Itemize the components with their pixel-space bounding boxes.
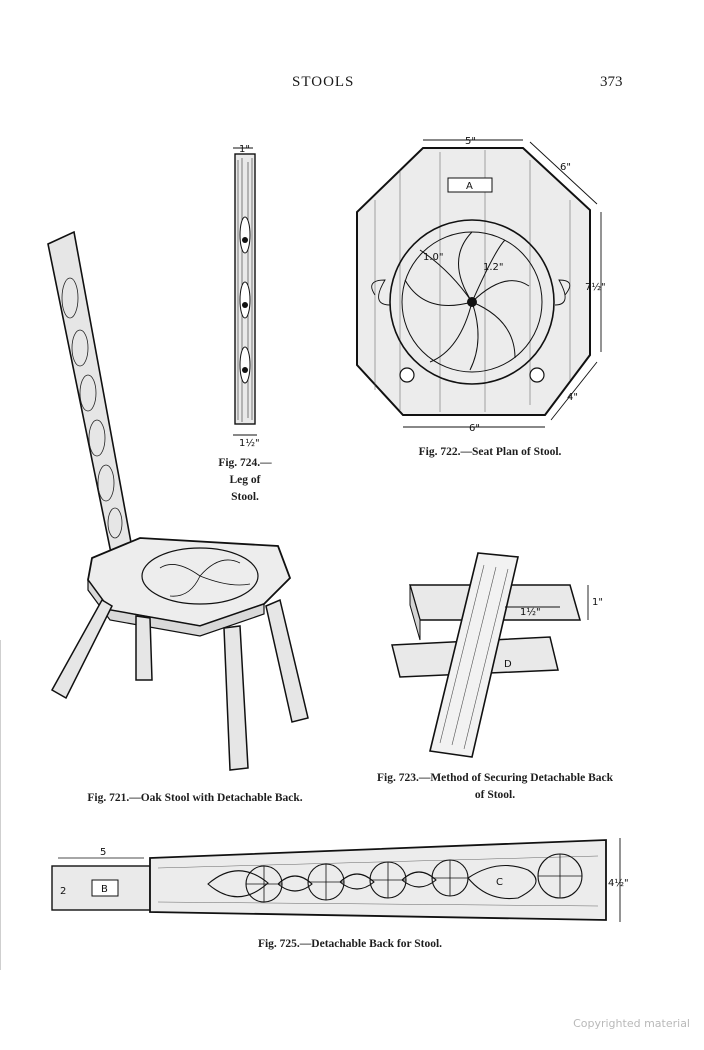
- back-tenon-length: 5: [100, 847, 106, 858]
- seat-radius-outer: 1.0": [423, 252, 444, 263]
- page-number: 373: [600, 74, 623, 90]
- caption-724: Fig. 724.— Leg of Stool.: [210, 455, 280, 506]
- detachable-back-drawing: 5 2 B: [51, 838, 629, 922]
- seat-right-dim: 7½": [585, 281, 606, 293]
- seat-diag-lower-dim: 4": [567, 392, 578, 403]
- seat-box-a: A: [466, 181, 473, 192]
- securing-method-drawing: 1½" 1" D: [391, 552, 603, 758]
- caption-723-line1: Fig. 723.—Method of Securing Detachable …: [376, 772, 614, 784]
- caption-721: Fig. 721.—Oak Stool with Detachable Back…: [87, 792, 303, 804]
- caption-724-line2: Leg of: [229, 474, 261, 486]
- figure-722-seat-plan: 5" 6" 7½" 4" 6" A 1.0" 1.2": [345, 130, 615, 440]
- caption-722: Fig. 722.—Seat Plan of Stool.: [418, 446, 562, 458]
- securing-height-dim: 1": [592, 597, 603, 608]
- caption-724-line3: Stool.: [231, 491, 259, 503]
- seat-radius-inner: 1.2": [483, 262, 504, 273]
- securing-width-dim: 1½": [520, 606, 541, 618]
- leg-top-dim: 1": [239, 144, 250, 155]
- caption-725: Fig. 725.—Detachable Back for Stool.: [257, 938, 443, 950]
- oak-stool-drawing: [47, 230, 309, 771]
- back-height-dim: 4½": [608, 877, 629, 889]
- securing-piece-d: D: [504, 659, 512, 670]
- figure-721-oak-stool: [40, 228, 320, 773]
- figure-724-leg: 1" 1½": [215, 140, 275, 450]
- copyright-note: Copyrighted material: [573, 1017, 690, 1030]
- caption-723: Fig. 723.—Method of Securing Detachable …: [345, 770, 645, 804]
- figure-723-securing-method: 1½" 1" D: [380, 545, 610, 765]
- back-tenon-height: 2: [60, 886, 66, 897]
- back-box-b: B: [101, 884, 108, 895]
- seat-bottom-dim: 6": [469, 423, 480, 434]
- seat-plan-drawing: 5" 6" 7½" 4" 6" A 1.0" 1.2": [356, 136, 606, 434]
- page-header: STOOLS 373: [0, 74, 704, 98]
- caption-724-line1: Fig. 724.—: [218, 457, 272, 469]
- leg-drawing: 1" 1½": [233, 144, 260, 449]
- running-head: STOOLS: [292, 74, 355, 90]
- seat-diag-upper-dim: 6": [560, 162, 571, 173]
- leg-bottom-dim: 1½": [239, 437, 260, 449]
- scan-edge-mark: [0, 640, 1, 970]
- figure-725-detachable-back: 5 2 B: [48, 828, 648, 928]
- back-label-c: C: [496, 877, 503, 888]
- seat-top-dim: 5": [465, 136, 476, 147]
- caption-723-line2: of Stool.: [474, 789, 516, 801]
